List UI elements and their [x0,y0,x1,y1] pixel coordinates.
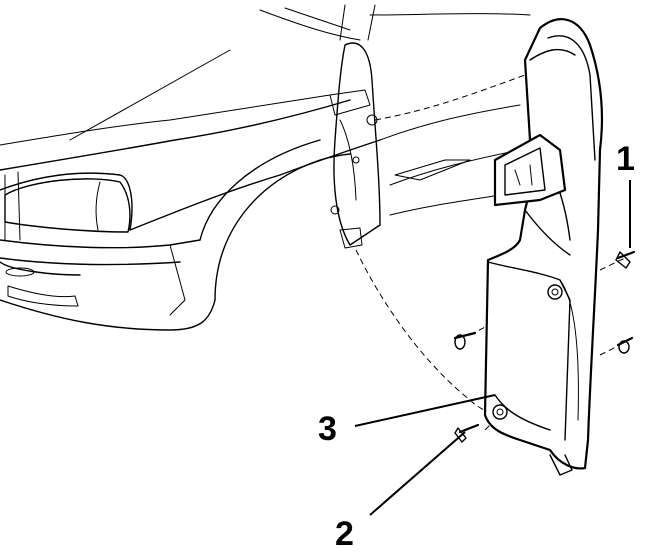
callout-label-3: 3 [318,410,337,448]
wheel-arch-liner [483,18,604,476]
screw-fastener-3 [616,336,634,354]
screw-fastener-2 [453,331,477,350]
car-body-outline [0,4,531,331]
clip-fastener-1 [615,250,636,269]
leader-line-2 [369,431,466,516]
clip-fastener-2 [454,423,480,443]
callout-1: 1 [616,140,635,248]
callout-label-1: 1 [616,140,635,178]
callout-2: 2 [335,431,466,553]
callout-3: 3 [318,394,496,448]
leader-line-3 [354,394,496,427]
callout-label-2: 2 [335,515,354,553]
